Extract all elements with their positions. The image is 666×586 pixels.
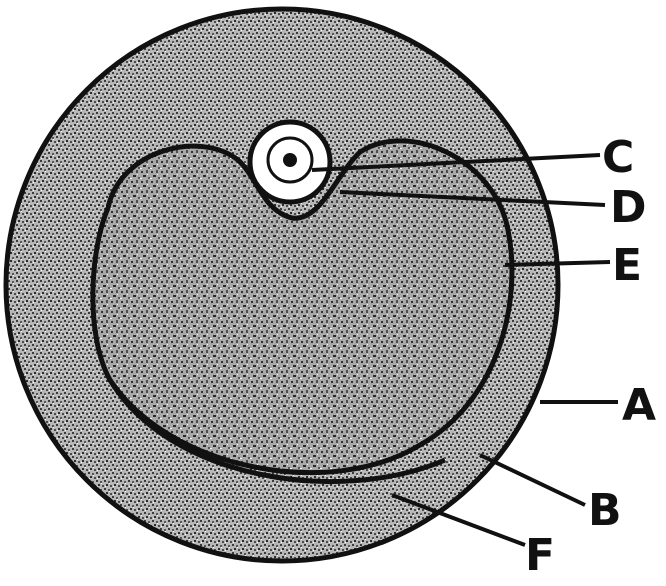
label-a: A	[622, 380, 656, 431]
label-d: D	[610, 182, 647, 233]
label-e: E	[612, 240, 642, 291]
label-c: C	[602, 132, 634, 183]
label-f: F	[525, 530, 555, 581]
vesicle-core	[283, 153, 297, 167]
leader-line-b	[480, 455, 585, 505]
label-b: B	[588, 485, 622, 536]
